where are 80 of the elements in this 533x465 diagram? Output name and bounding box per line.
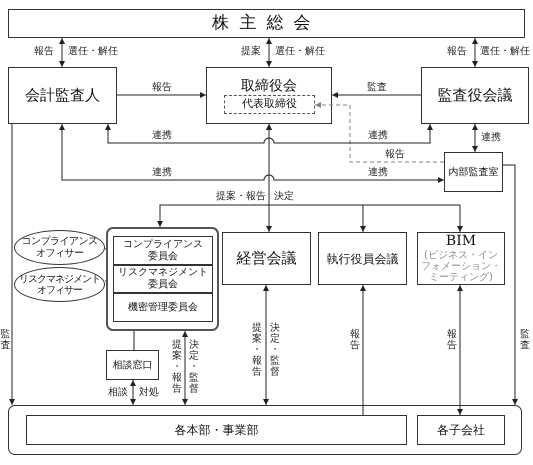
committee-box <box>113 293 213 322</box>
label-text: 連携 <box>367 167 389 179</box>
box-label: 相談窓口 <box>112 358 152 372</box>
label-text: 決定・監督 <box>189 340 199 394</box>
edge-label: 監査 <box>366 82 388 94</box>
audit-board-box <box>421 67 529 124</box>
edge-label: 提案・報告 <box>215 191 267 203</box>
edge-label: 監査 <box>520 329 530 351</box>
committee-box <box>113 265 213 293</box>
box-label: リスクマネジメント委員会 <box>117 267 209 291</box>
edge-label: 報告 <box>151 82 173 94</box>
edge-label: 連携 <box>480 132 502 144</box>
edge-label: 報告 <box>33 46 55 58</box>
officer-ellipse <box>14 267 105 302</box>
arrow <box>263 284 269 406</box>
committee-box <box>113 236 213 265</box>
box-subtitle: (ビジネス・インフォメーション・ミーティング) <box>420 250 502 282</box>
box-label: 執行役員会議 <box>326 250 398 268</box>
edge-label: 相談 <box>107 387 129 399</box>
box-label: コンプライアンス委員会 <box>122 238 204 262</box>
dashed-box <box>224 95 315 114</box>
box-label: 経営会議 <box>236 248 296 270</box>
edge-label: 報告 <box>446 46 468 58</box>
meeting-box <box>318 232 407 285</box>
arrow <box>59 38 65 68</box>
box-label: 会計監査人 <box>25 85 100 106</box>
box-label: 機密管理委員会 <box>128 300 198 315</box>
arrow <box>9 124 15 406</box>
arrow <box>472 38 478 68</box>
edge-label: 報告 <box>350 329 360 351</box>
edge-label: 連携 <box>151 130 173 142</box>
edge-label: 監査 <box>0 329 10 351</box>
edge-label: 提案 <box>240 46 262 58</box>
meeting-box <box>222 232 311 285</box>
label-text: 選任・解任 <box>67 46 119 58</box>
organization-frame <box>8 405 522 455</box>
arrow <box>360 284 366 416</box>
subsidiary-box <box>417 415 505 445</box>
arrow <box>130 380 136 406</box>
arrow <box>472 124 478 152</box>
edge-label: 連携 <box>151 167 173 179</box>
auditor-box <box>8 67 117 124</box>
label-text: 決定 <box>273 191 295 203</box>
box-label: 内部監査室 <box>448 166 498 180</box>
division-box <box>26 415 407 445</box>
committee-group-frame <box>106 227 219 331</box>
label-text: 対処 <box>138 387 160 399</box>
arrow <box>266 124 463 232</box>
officer-ellipse <box>14 230 105 265</box>
box-label: 各本部・事業部 <box>174 422 258 439</box>
internal-audit-box <box>444 152 503 192</box>
edge-label: 報告 <box>447 329 457 351</box>
arrow <box>105 124 433 144</box>
box-label: BIM <box>446 234 476 248</box>
board-box <box>206 67 332 124</box>
box-label: 株主総会 <box>212 12 321 35</box>
label-text: 連携 <box>367 130 389 142</box>
label-text: 選任・解任 <box>274 46 326 58</box>
arrow <box>182 330 188 406</box>
arrow <box>266 38 272 68</box>
meeting-box <box>417 232 505 285</box>
arrow <box>314 102 444 162</box>
edge-label: 提案・報告 <box>252 322 262 378</box>
arrow <box>332 92 422 98</box>
edge-label: 報告 <box>384 149 406 161</box>
box-label: 取締役会 <box>241 77 297 96</box>
box-label: 代表取締役 <box>242 96 297 112</box>
arrow <box>457 284 463 416</box>
arrow <box>116 92 206 98</box>
consultation-box <box>106 350 159 380</box>
edge-label: 提案・報告 <box>172 340 182 394</box>
shareholders-box <box>8 9 525 38</box>
box-label: リスクマネジメントオフィサー <box>18 274 101 296</box>
label-text: 選任・解任 <box>479 46 531 58</box>
label-text: 決定・監督 <box>270 322 280 378</box>
arrow <box>502 164 518 406</box>
box-label: コンプライアンスオフィサー <box>20 236 98 260</box>
box-label: 監査役会議 <box>438 85 512 106</box>
box-label: 各子会社 <box>437 422 485 439</box>
arrow <box>59 124 444 183</box>
